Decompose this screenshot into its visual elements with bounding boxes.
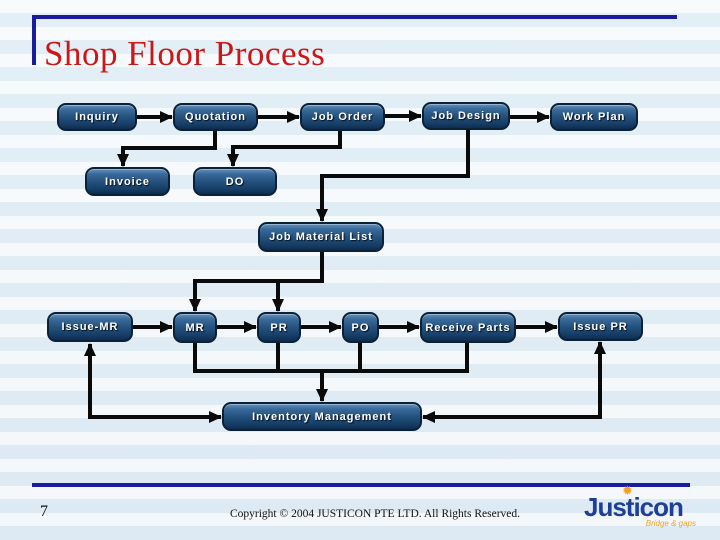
copyright-text: Copyright © 2004 JUSTICON PTE LTD. All R… bbox=[229, 508, 521, 520]
flow-node-do: DO bbox=[193, 167, 277, 196]
flow-node-mr: MR bbox=[173, 312, 217, 343]
header-rule bbox=[32, 15, 677, 19]
flow-node-job-material-list: Job Material List bbox=[258, 222, 384, 252]
flow-node-issue-mr: Issue-MR bbox=[47, 312, 133, 342]
flow-node-receive-parts: Receive Parts bbox=[420, 312, 516, 343]
edge-material-list-to-mr bbox=[189, 252, 324, 312]
flow-node-job-order: Job Order bbox=[300, 103, 385, 131]
page-number: 7 bbox=[40, 503, 48, 520]
flow-node-job-design: Job Design bbox=[422, 102, 510, 130]
flow-node-work-plan: Work Plan bbox=[550, 103, 638, 131]
header-side-bar bbox=[32, 15, 36, 65]
flow-node-quotation: Quotation bbox=[173, 103, 258, 131]
edge-inventory-issue-pr-link bbox=[422, 341, 606, 423]
flow-node-issue-pr: Issue PR bbox=[558, 312, 643, 341]
flow-node-po: PO bbox=[342, 312, 379, 343]
edge-job-design-to-material-list bbox=[316, 130, 470, 222]
flow-node-inventory-management: Inventory Management bbox=[222, 402, 422, 431]
flow-node-inquiry: Inquiry bbox=[57, 103, 137, 131]
logo-sunburst-icon: ✹ bbox=[622, 483, 633, 498]
logo-wordmark: Justicon bbox=[584, 492, 684, 522]
edge-quotation-to-invoice bbox=[117, 131, 217, 167]
justicon-logo: ✹ Justicon Bridge & gaps bbox=[584, 483, 696, 532]
edge-job-order-to-do bbox=[227, 131, 342, 167]
logo-tagline: Bridge & gaps bbox=[645, 519, 696, 528]
flow-node-pr: PR bbox=[257, 312, 301, 343]
footer-rule bbox=[32, 483, 690, 487]
page-title: Shop Floor Process bbox=[44, 34, 326, 73]
edge-inventory-issue-mr-link bbox=[84, 343, 222, 423]
flow-node-invoice: Invoice bbox=[85, 167, 170, 196]
